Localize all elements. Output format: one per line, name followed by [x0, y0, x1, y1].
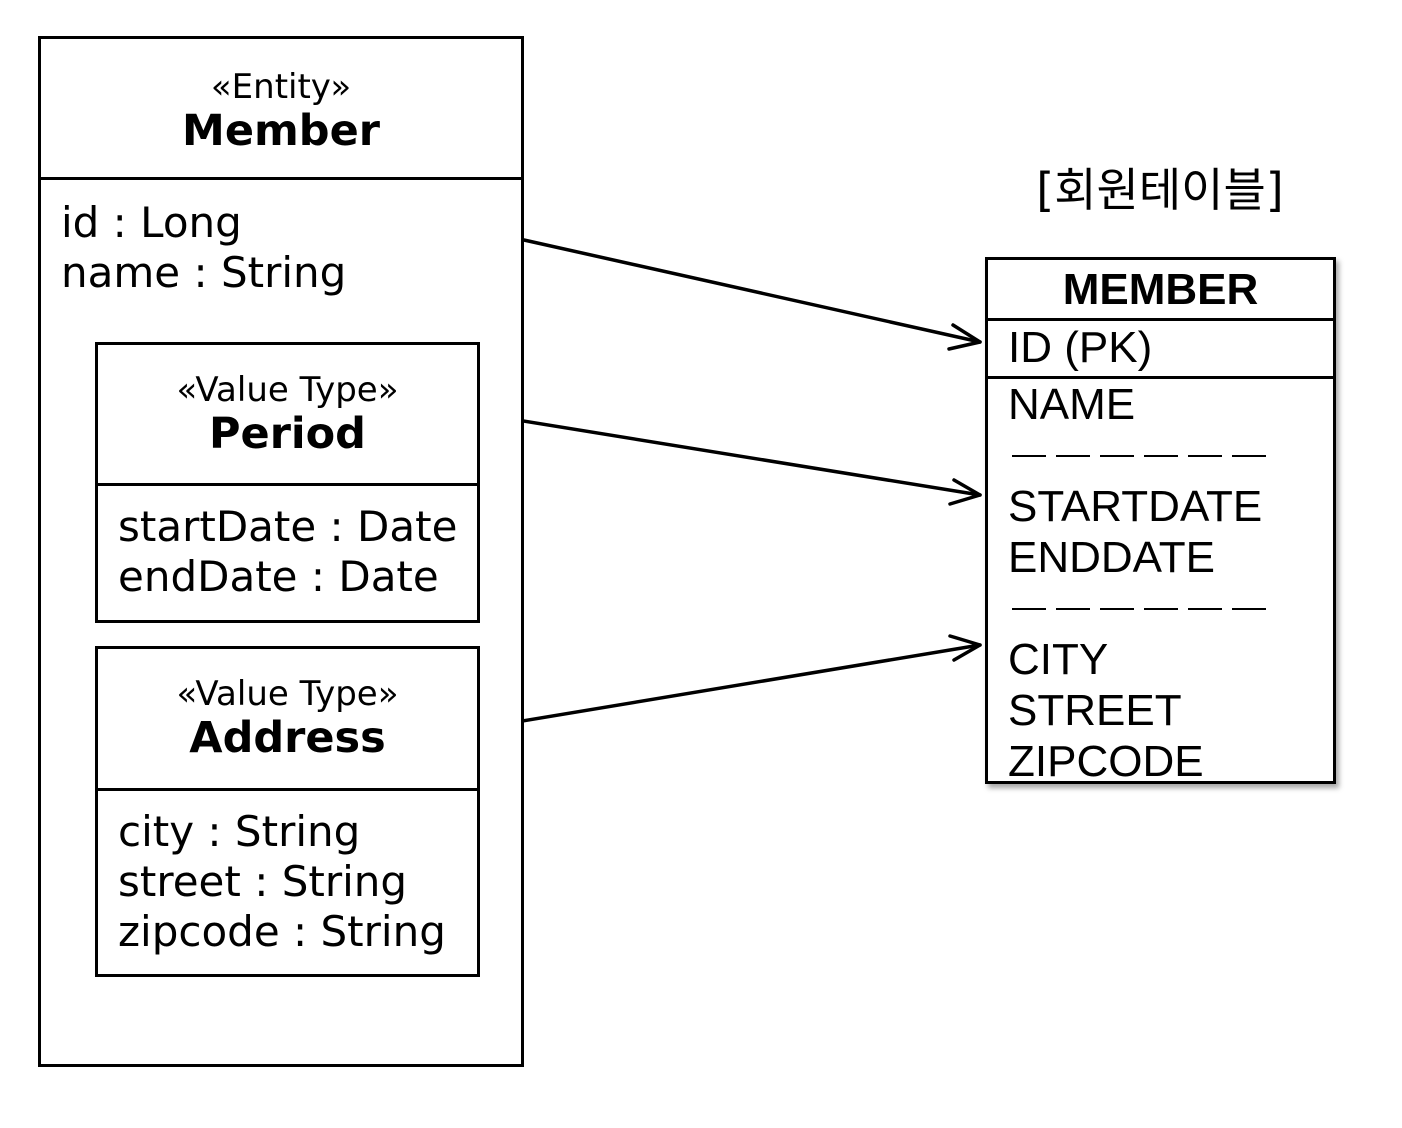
period-header: «Value Type» Period — [98, 345, 477, 486]
period-value-type-box: «Value Type» Period startDate : Date end… — [95, 342, 480, 623]
address-stereotype: «Value Type» — [176, 674, 399, 714]
period-to-table-arrow — [478, 412, 982, 497]
address-attribute: zipcode : String — [118, 907, 446, 956]
member-attributes: id : Long name : String — [41, 180, 521, 298]
table-column: STREET — [1008, 686, 1182, 735]
table-primary-key: ID (PK) — [988, 321, 1333, 379]
period-attributes: startDate : Date endDate : Date — [98, 486, 477, 602]
address-attribute: city : String — [118, 807, 361, 856]
table-columns: NAME STARTDATE ENDDATE CITY STREET ZIPCO… — [988, 379, 1333, 787]
column-group-separator — [1008, 583, 1333, 634]
member-entity-header: «Entity» Member — [41, 39, 521, 180]
period-class-name: Period — [209, 409, 366, 459]
address-attribute: street : String — [118, 857, 408, 906]
address-header: «Value Type» Address — [98, 649, 477, 791]
period-attribute: endDate : Date — [118, 552, 439, 601]
period-to-table-arrowhead — [948, 478, 982, 506]
table-title: [회원테이블] — [1036, 163, 1284, 217]
address-attributes: city : String street : String zipcode : … — [98, 791, 477, 957]
address-class-name: Address — [189, 713, 386, 763]
period-attribute: startDate : Date — [118, 502, 458, 551]
table-column: ZIPCODE — [1008, 737, 1204, 786]
table-column: ENDDATE — [1008, 533, 1215, 582]
member-attribute: id : Long — [61, 198, 242, 247]
member-table-box: MEMBER ID (PK) NAME STARTDATE ENDDATE CI… — [985, 257, 1336, 787]
column-group-separator — [1008, 430, 1333, 481]
member-to-table-arrowhead — [947, 323, 982, 351]
address-to-table-arrowhead — [948, 634, 982, 662]
address-to-table-arrow — [478, 643, 982, 730]
table-name: MEMBER — [988, 260, 1333, 321]
member-stereotype: «Entity» — [210, 67, 352, 107]
table-column: CITY — [1008, 635, 1109, 684]
table-column: NAME — [1008, 380, 1136, 429]
member-class-name: Member — [182, 106, 380, 156]
period-stereotype: «Value Type» — [176, 370, 399, 410]
member-to-table-arrow — [522, 238, 982, 344]
table-column: STARTDATE — [1008, 482, 1263, 531]
address-value-type-box: «Value Type» Address city : String stree… — [95, 646, 480, 977]
member-attribute: name : String — [61, 248, 347, 297]
